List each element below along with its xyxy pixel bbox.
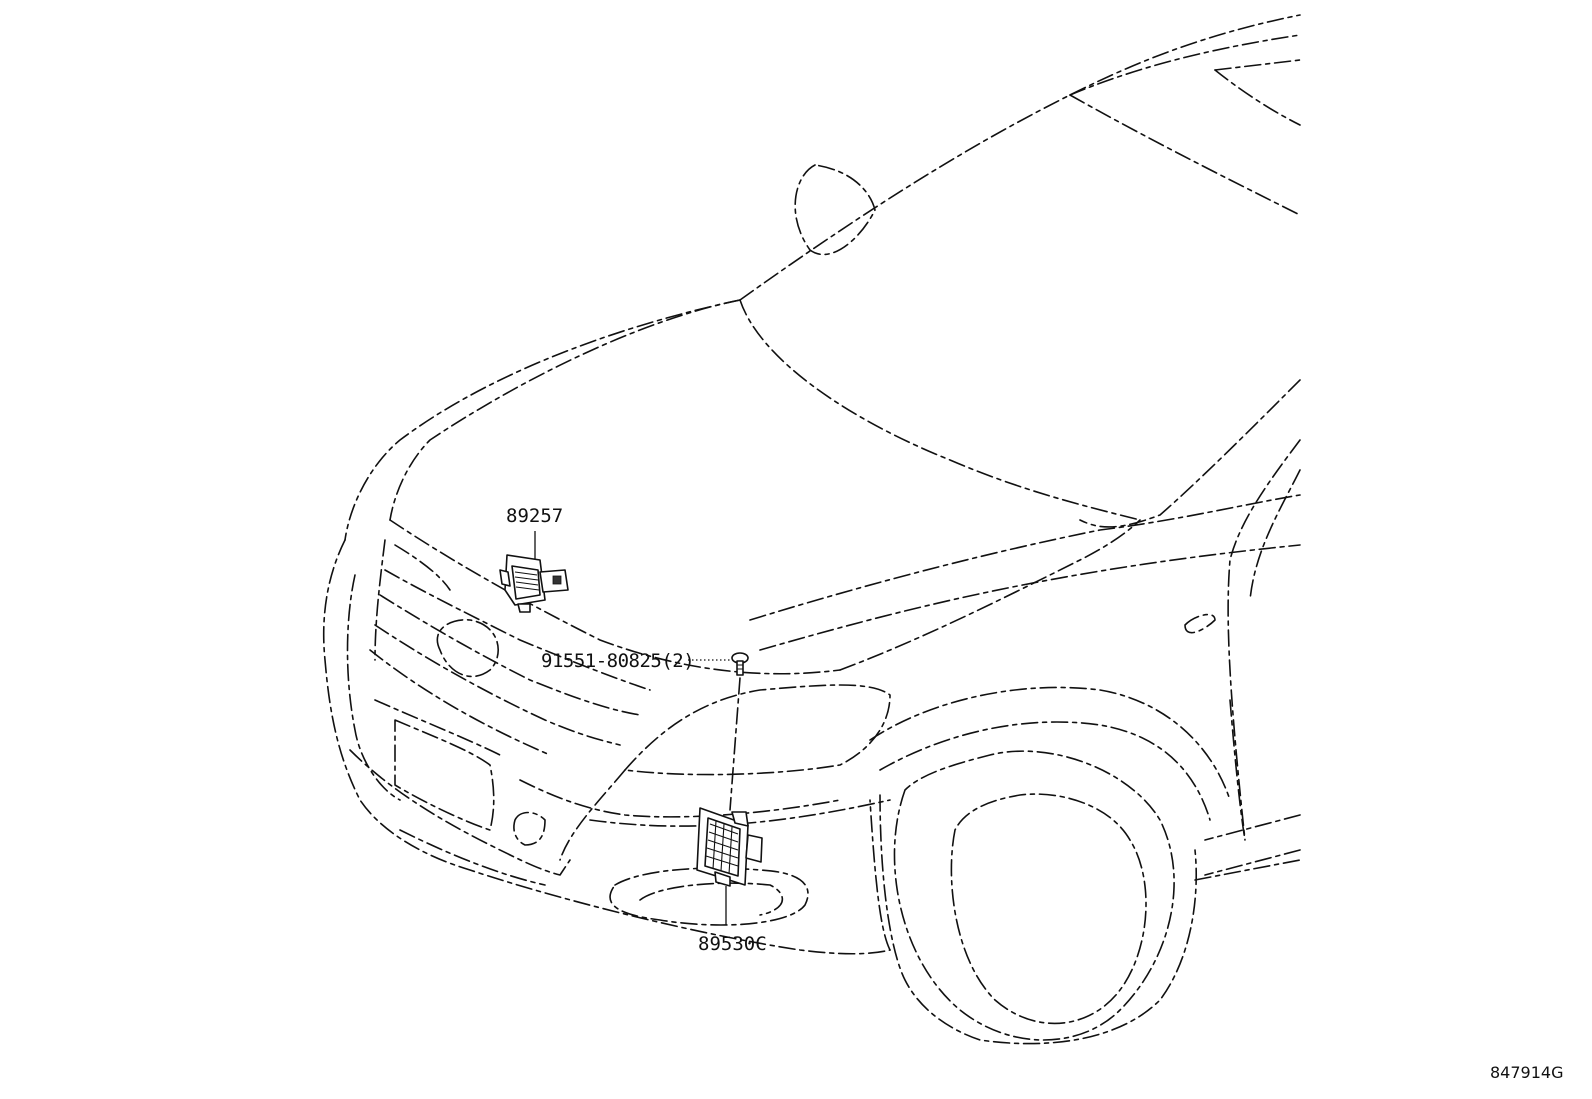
drawing-reference: 847914G [1490,1063,1563,1082]
callout-89257: 89257 [506,505,563,527]
callout-89530C: 89530C [698,933,767,955]
vehicle-outline [322,14,1301,1045]
leader-lines [534,531,741,925]
radar-sensor-bracket [499,554,569,613]
leader-bolt-to-sensor [729,677,741,811]
radar-sensor [696,807,763,887]
callout-91551-80825: 91551-80825(2) [541,650,694,672]
bolt [731,652,749,676]
